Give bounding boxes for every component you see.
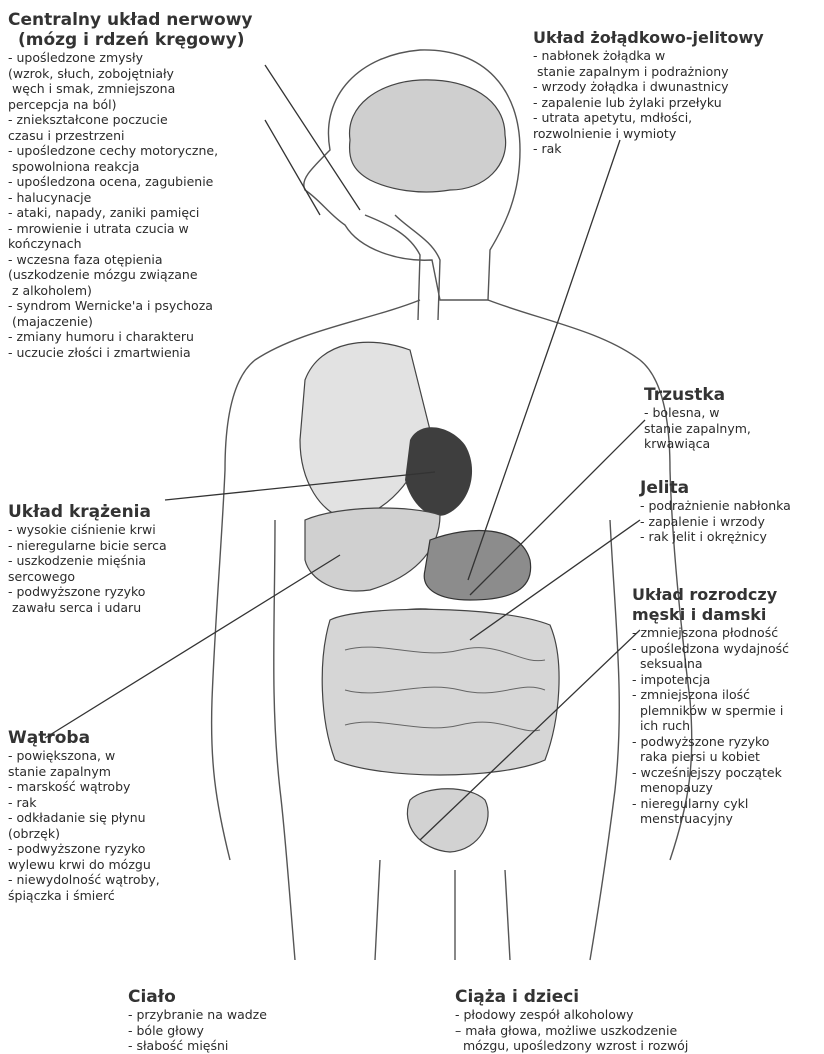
- liver-item: - odkładanie się płynu: [8, 810, 218, 826]
- cns-item: - wczesna faza otępienia: [8, 252, 298, 268]
- intestines-title: Jelita: [640, 478, 820, 498]
- cns-item: (wzrok, słuch, zobojętniały: [8, 66, 298, 82]
- intestines-item: - zapalenie i wrzody: [640, 514, 820, 530]
- bladder-shape: [407, 789, 488, 852]
- cns-item: węch i smak, zmniejszona: [8, 81, 298, 97]
- pancreas-title: Trzustka: [644, 385, 814, 405]
- pancreas-item: krwawiąca: [644, 436, 814, 452]
- body-section: Ciało - przybranie na wadze - bóle głowy…: [128, 987, 358, 1054]
- gi-item: - nabłonek żołądka w: [533, 48, 818, 64]
- circulation-section: Układ krążenia - wysokie ciśnienie krwi …: [8, 502, 218, 615]
- reproductive-item: - impotencja: [632, 672, 822, 688]
- cns-item: percepcja na ból): [8, 97, 298, 113]
- circulation-title: Układ krążenia: [8, 502, 218, 522]
- cns-item: - ataki, napady, zaniki pamięci: [8, 205, 298, 221]
- reproductive-item: - nieregularny cykl: [632, 796, 822, 812]
- liver-item: (obrzęk): [8, 826, 218, 842]
- liver-title: Wątroba: [8, 728, 218, 748]
- cns-item: czasu i przestrzeni: [8, 128, 298, 144]
- cns-item: kończynach: [8, 236, 298, 252]
- pregnancy-item: – mała głowa, możliwe uszkodzenie: [455, 1023, 775, 1039]
- reproductive-item: - zmniejszona ilość: [632, 687, 822, 703]
- intestines-item: - rak jelit i okrężnicy: [640, 529, 820, 545]
- reproductive-subtitle: męski i damski: [632, 605, 822, 625]
- pancreas-item: stanie zapalnym,: [644, 421, 814, 437]
- pregnancy-item: mózgu, upośledzony wzrost i rozwój: [455, 1038, 775, 1054]
- liver-item: wylewu krwi do mózgu: [8, 857, 218, 873]
- cns-item: spowolniona reakcja: [8, 159, 298, 175]
- gi-title: Układ żołądkowo-jelitowy: [533, 28, 818, 48]
- cns-item: - upośledzone zmysły: [8, 50, 298, 66]
- circulation-item: - wysokie ciśnienie krwi: [8, 522, 218, 538]
- intestines-item: - podrażnienie nabłonka: [640, 498, 820, 514]
- gi-item: - wrzody żołądka i dwunastnicy: [533, 79, 818, 95]
- reproductive-item: menopauzy: [632, 780, 822, 796]
- reproductive-item: - zmniejszona płodność: [632, 625, 822, 641]
- cns-item: (majaczenie): [8, 314, 298, 330]
- gi-item: - utrata apetytu, mdłości,: [533, 110, 818, 126]
- liver-item: - rak: [8, 795, 218, 811]
- reproductive-item: - upośledzona wydajność: [632, 641, 822, 657]
- gi-item: - rak: [533, 141, 818, 157]
- reproductive-item: plemników w spermie i: [632, 703, 822, 719]
- circulation-item: - nieregularne bicie serca: [8, 538, 218, 554]
- reproductive-item: ich ruch: [632, 718, 822, 734]
- liver-item: stanie zapalnym: [8, 764, 218, 780]
- body-item: - słabość mięśni: [128, 1038, 358, 1054]
- legs-outline: [375, 860, 510, 960]
- cns-item: - syndrom Wernicke'a i psychoza: [8, 298, 298, 314]
- circulation-item: - podwyższone ryzyko: [8, 584, 218, 600]
- liver-shape: [305, 508, 440, 591]
- circulation-item: zawału serca i udaru: [8, 600, 218, 616]
- body-item: - przybranie na wadze: [128, 1007, 358, 1023]
- cns-item: - halucynacje: [8, 190, 298, 206]
- liver-item: - marskość wątroby: [8, 779, 218, 795]
- cns-item: - uczucie złości i zmartwienia: [8, 345, 298, 361]
- circulation-item: - uszkodzenie mięśnia: [8, 553, 218, 569]
- pancreas-item: - bolesna, w: [644, 405, 814, 421]
- cns-item: (uszkodzenie mózgu związane: [8, 267, 298, 283]
- reproductive-item: - podwyższone ryzyko: [632, 734, 822, 750]
- cns-title: Centralny układ nerwowy: [8, 10, 298, 30]
- brain-shape: [350, 80, 506, 192]
- gi-item: rozwolnienie i wymioty: [533, 126, 818, 142]
- cns-item: - zniekształcone poczucie: [8, 112, 298, 128]
- heart-shape: [405, 427, 472, 516]
- liver-item: śpiączka i śmierć: [8, 888, 218, 904]
- reproductive-item: - wcześniejszy początek: [632, 765, 822, 781]
- pregnancy-section: Ciąża i dzieci - płodowy zespół alkoholo…: [455, 987, 775, 1054]
- stomach-shape: [424, 530, 530, 600]
- reproductive-item: raka piersi u kobiet: [632, 749, 822, 765]
- cns-item: - mrowienie i utrata czucia w: [8, 221, 298, 237]
- cns-section: Centralny układ nerwowy (mózg i rdzeń kr…: [8, 10, 298, 360]
- cns-item: - upośledzona ocena, zagubienie: [8, 174, 298, 190]
- liver-item: - podwyższone ryzyko: [8, 841, 218, 857]
- circulation-item: sercowego: [8, 569, 218, 585]
- gi-item: stanie zapalnym i podrażniony: [533, 64, 818, 80]
- gi-item: - zapalenie lub żylaki przełyku: [533, 95, 818, 111]
- reproductive-title: Układ rozrodczy: [632, 585, 822, 605]
- liver-item: - powiększona, w: [8, 748, 218, 764]
- gi-section: Układ żołądkowo-jelitowy - nabłonek żołą…: [533, 28, 818, 157]
- liver-section: Wątroba - powiększona, w stanie zapalnym…: [8, 728, 218, 903]
- cns-item: - upośledzone cechy motoryczne,: [8, 143, 298, 159]
- cns-subtitle: (mózg i rdzeń kręgowy): [18, 30, 298, 50]
- pregnancy-title: Ciąża i dzieci: [455, 987, 775, 1007]
- cns-item: - zmiany humoru i charakteru: [8, 329, 298, 345]
- liver-item: - niewydolność wątroby,: [8, 872, 218, 888]
- cns-item: z alkoholem): [8, 283, 298, 299]
- body-item: - bóle głowy: [128, 1023, 358, 1039]
- pancreas-section: Trzustka - bolesna, w stanie zapalnym, k…: [644, 385, 814, 452]
- reproductive-item: menstruacyjny: [632, 811, 822, 827]
- body-title: Ciało: [128, 987, 358, 1007]
- pregnancy-item: - płodowy zespół alkoholowy: [455, 1007, 775, 1023]
- reproductive-section: Układ rozrodczy męski i damski - zmniejs…: [632, 585, 822, 827]
- intestines-section: Jelita - podrażnienie nabłonka - zapalen…: [640, 478, 820, 545]
- reproductive-item: seksualna: [632, 656, 822, 672]
